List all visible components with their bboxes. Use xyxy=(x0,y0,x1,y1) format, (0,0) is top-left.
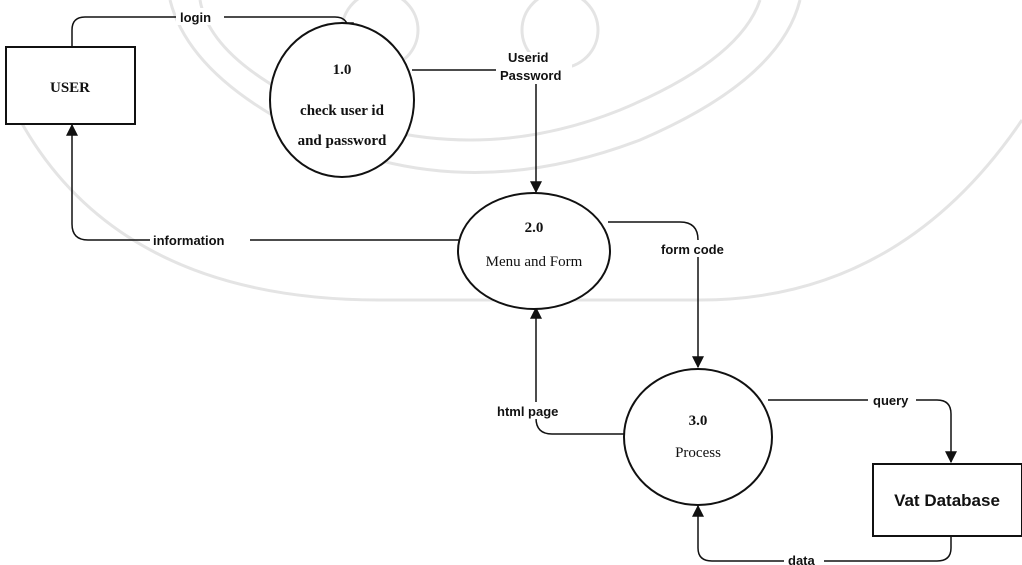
flow-label-login: login xyxy=(180,10,211,25)
flow-label-data: data xyxy=(788,553,816,565)
flow-label-query: query xyxy=(873,393,909,408)
process-1: 1.0 check user id and password xyxy=(269,22,415,178)
flow-query xyxy=(768,399,957,464)
flow-label-html-page: html page xyxy=(497,404,558,419)
process-3-line1: Process xyxy=(675,445,721,461)
process-1-line1: check user id xyxy=(300,103,385,119)
process-2-line1: Menu and Form xyxy=(486,254,583,270)
process-3-number: 3.0 xyxy=(689,413,708,429)
entity-user: USER xyxy=(5,46,136,125)
flow-label-form-code: form code xyxy=(661,242,724,257)
process-2: 2.0 Menu and Form xyxy=(457,192,611,310)
flow-userid-password xyxy=(412,69,542,194)
flow-label-password: Password xyxy=(500,68,561,83)
flow-label-information: information xyxy=(153,233,225,248)
process-1-line2: and password xyxy=(298,133,387,149)
entity-vat-database-label: Vat Database xyxy=(894,491,1000,510)
process-1-number: 1.0 xyxy=(333,62,352,78)
flow-label-userid: Userid xyxy=(508,50,549,65)
process-3: 3.0 Process xyxy=(623,368,773,506)
flow-information xyxy=(66,123,460,241)
process-2-number: 2.0 xyxy=(525,220,544,236)
entity-user-label: USER xyxy=(50,80,90,96)
flow-form-code xyxy=(608,221,704,369)
flow-data xyxy=(692,504,952,562)
entity-vat-database: Vat Database xyxy=(872,463,1022,537)
